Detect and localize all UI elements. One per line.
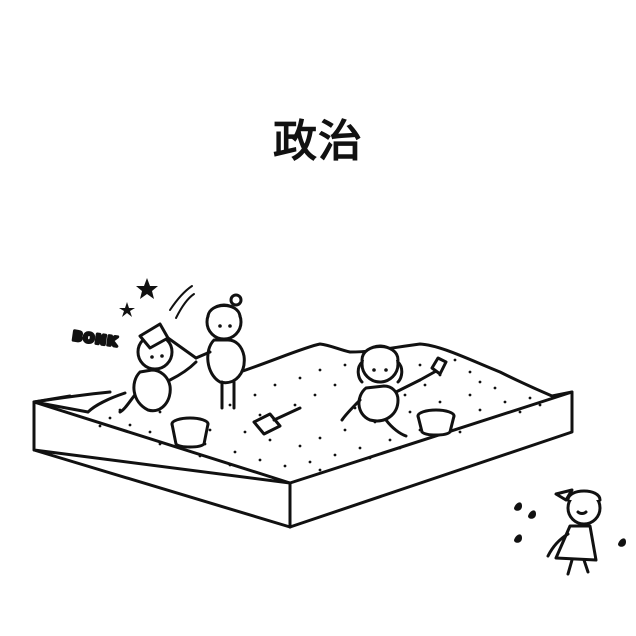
bucket-left: [170, 416, 210, 449]
child-bonking: [166, 285, 246, 410]
shovel-on-sand: [252, 406, 302, 436]
crying-child: [546, 488, 602, 576]
bucket-right: [416, 408, 456, 437]
sandbox-frame: [32, 390, 574, 529]
tear-drops: [514, 502, 626, 547]
bonk-sound-effect: BONK: [71, 329, 119, 350]
comic-title: 政治: [273, 116, 363, 167]
child-sitting: [340, 344, 448, 438]
child-bonked: [118, 322, 198, 414]
dizzy-stars: [119, 278, 158, 317]
